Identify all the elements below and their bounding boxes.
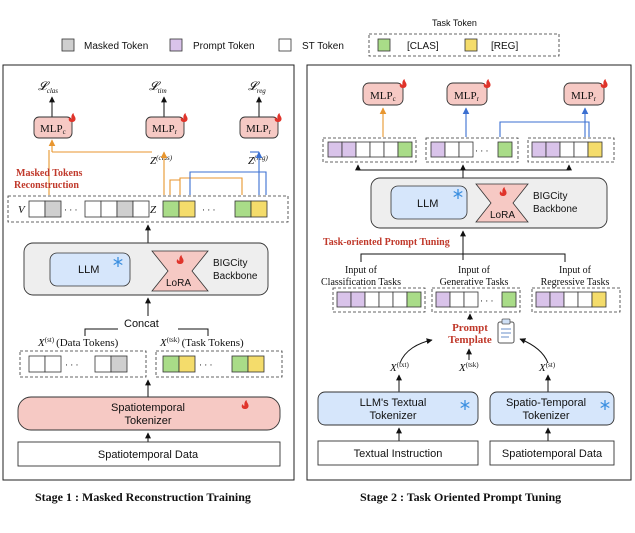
legend-reg-label: [REG] [491,41,518,52]
stage2-output-reg [527,137,615,163]
svg-text:MLPr: MLPr [571,90,597,103]
x-tsk-label: X(tsk)(Task Tokens) [159,336,244,349]
legend-clas-label: [CLAS] [407,41,439,52]
stage1-mlp-r-time [145,116,185,139]
stage1-border [2,64,295,481]
stage2-input-reg [531,287,621,313]
x-st-label-stage2: X(st) [538,361,556,374]
stage2-mlp-r-reg [563,82,605,106]
x-tsk-label-stage2: X(tsk) [458,361,479,374]
legend-prompt-swatch [169,38,183,52]
svg-text:· · ·: · · · [64,205,78,215]
concat-label: Concat [124,318,159,330]
z-reg-label: Z(reg) [248,154,269,167]
stage1-mlp-c [33,116,73,139]
loss-clas: 𝓛clas [38,79,58,95]
stage1-output-tokens [7,195,289,223]
legend-st-swatch [278,38,292,52]
legend-st-label: ST Token [302,41,344,52]
stage1-llm [49,252,131,287]
stage2-st-data [489,440,615,466]
svg-text:LoRA: LoRA [166,278,191,289]
legend-masked-label: Masked Token [84,41,148,52]
legend-masked-swatch [61,38,75,52]
svg-text:MLPc: MLPc [370,90,396,103]
stage2-text-tokenizer [317,391,479,426]
stage1-lora [151,250,209,292]
svg-text:Spatiotemporal Data: Spatiotemporal Data [98,449,199,461]
legend-clas-swatch [377,38,391,52]
task-prompt-label: Task-oriented Prompt Tuning [323,237,450,248]
svg-text:· · ·: · · · [199,360,213,370]
legend-prompt-label: Prompt Token [193,41,255,52]
svg-text:MLPr: MLPr [454,90,480,103]
stage2-output-gen [425,137,519,163]
stage1-task-tokens [155,350,283,378]
legend-task-box [368,33,560,57]
stage2-text-instruction [317,440,479,466]
legend: Masked Token Prompt Token ST Token Task … [61,18,560,57]
stage2-caption: Stage 2 : Task Oriented Prompt Tuning [360,490,562,504]
stage1-panel: 𝓛clas 𝓛tim 𝓛reg MLPc MLPr MLPr Z(clas) Z… [2,64,295,481]
stage2-input-gen [431,287,521,313]
stage2-lora [475,183,529,223]
svg-text:MLPr: MLPr [246,123,272,136]
svg-text:LLM: LLM [78,264,99,276]
z-label: Z [150,204,157,216]
stage2-output-clas [322,137,417,163]
svg-text:MLPr: MLPr [152,123,178,136]
flame-icon [483,79,491,88]
stage2-panel: MLPc MLPr MLPr · · · [306,64,632,481]
svg-text:· · ·: · · · [475,146,489,156]
svg-text:· · ·: · · · [65,360,79,370]
flame-icon [399,79,407,88]
svg-text:· · ·: · · · [202,205,216,215]
stage1-st-data [17,441,281,467]
flame-icon [600,79,608,88]
v-label: V [18,204,26,216]
stage1-caption: Stage 1 : Masked Reconstruction Training [35,490,251,504]
loss-reg: 𝓛reg [248,79,266,95]
svg-text:LoRA: LoRA [490,210,515,221]
clipboard-icon [497,318,515,344]
svg-text:LLM: LLM [417,198,438,210]
svg-text:· · ·: · · · [480,296,494,306]
stage2-mlp-c [362,82,404,106]
stage2-st-tokenizer [489,391,615,426]
stage2-llm [390,185,468,220]
z-clas-label: Z(clas) [150,154,173,167]
svg-text:Spatiotemporal Data: Spatiotemporal Data [502,448,603,460]
stage2-mlp-r-time [446,82,488,106]
stage1-data-tokens [19,350,147,378]
x-st-label: X(st)(Data Tokens) [37,336,119,349]
stage2-border [306,64,632,481]
loss-tim: 𝓛tim [149,79,167,95]
stage1-st-tokenizer [17,396,281,431]
legend-reg-swatch [464,38,478,52]
stage2-input-clas [332,287,426,313]
svg-text:Textual Instruction: Textual Instruction [354,448,443,460]
stage1-mlp-r-reg [239,116,279,139]
x-txt-label: X(txt) [389,361,409,374]
svg-text:MLPc: MLPc [40,123,66,136]
legend-task-title: Task Token [432,18,477,28]
